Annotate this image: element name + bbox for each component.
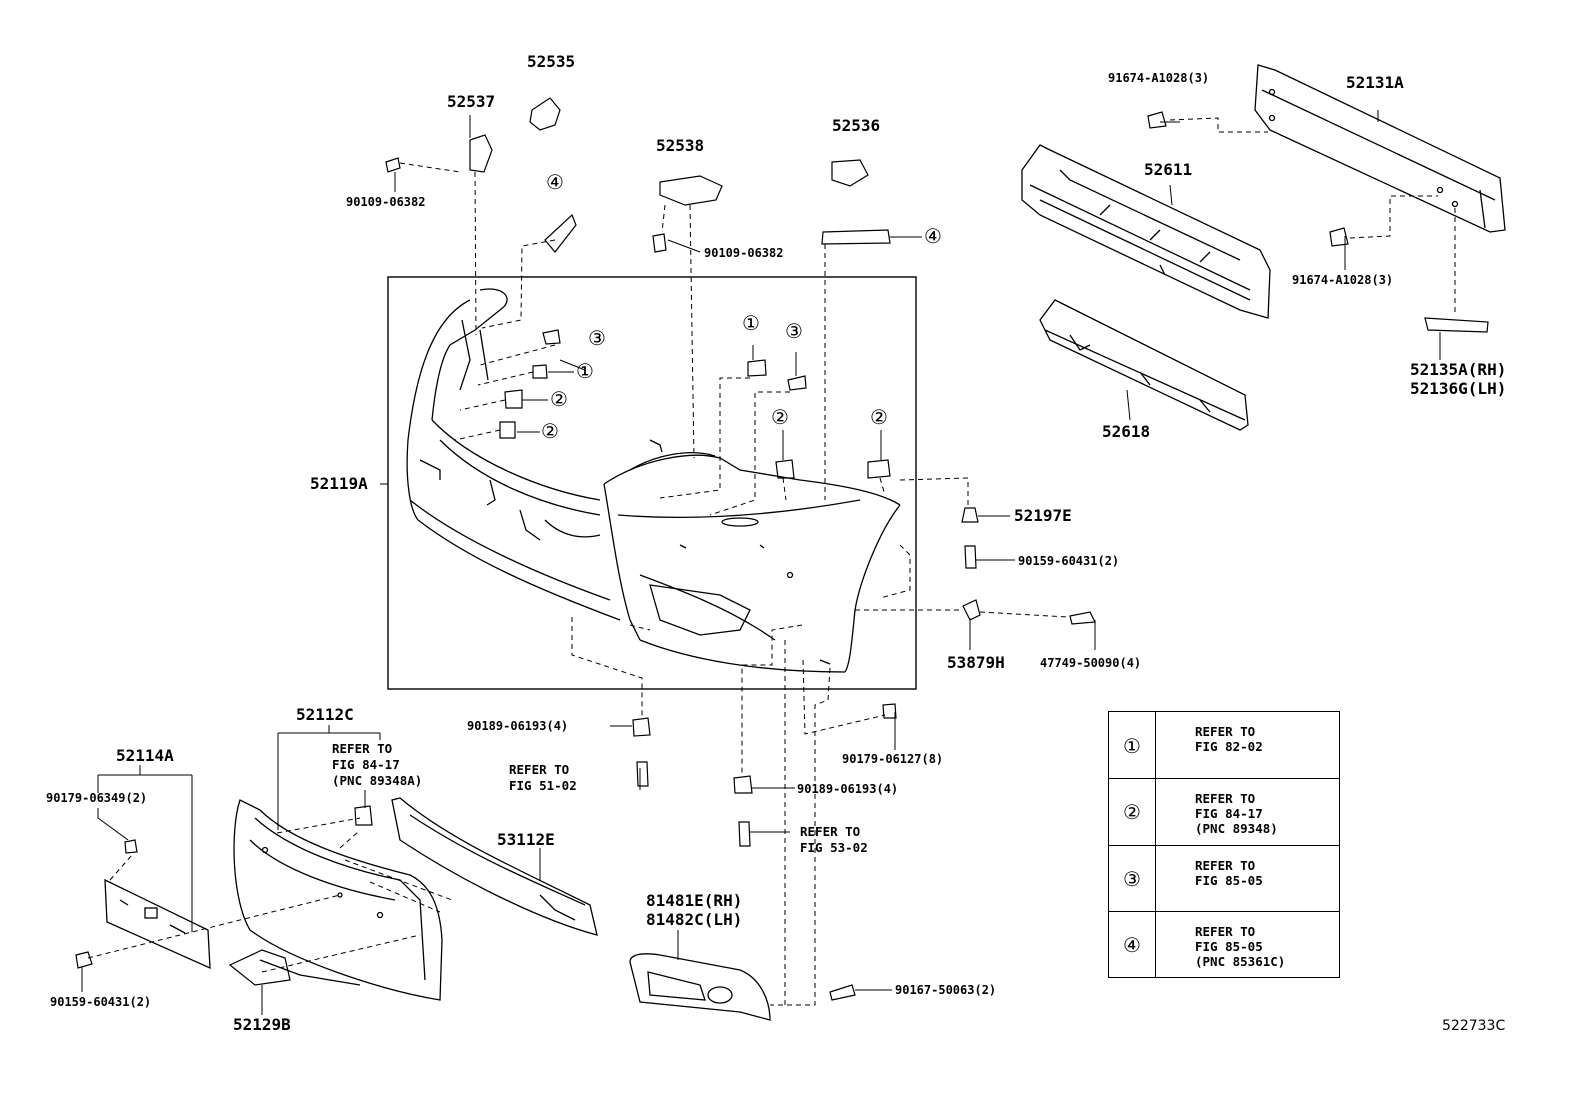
- label-52536: 52536: [832, 116, 881, 135]
- clip-90179-a-drawing: [882, 703, 897, 719]
- retainer-bracket-drawing: [1424, 317, 1489, 333]
- label-52131a: 52131A: [1346, 73, 1404, 92]
- legend-row: ④ REFER TO FIG 85-05 (PNC 85361C): [1109, 911, 1339, 978]
- legend-row-text: REFER TO FIG 85-05 (PNC 85361C): [1195, 924, 1286, 969]
- dashed-leaders: [87, 117, 1456, 1006]
- label-52197e: 52197E: [1014, 506, 1072, 525]
- callout-1-a: ①: [576, 359, 594, 383]
- label-81481e: 81481E(RH): [646, 891, 743, 910]
- legend-row-text: REFER TO FIG 82-02: [1195, 724, 1263, 754]
- label-90109-b: 90109-06382: [704, 246, 784, 260]
- label-90159-b: 90159-60431(2): [50, 995, 152, 1009]
- label-52535: 52535: [527, 52, 576, 71]
- label-52136g: 52136G(LH): [1410, 379, 1507, 398]
- energy-absorber-drawing: [1021, 144, 1271, 319]
- clip-grille-drawing: [354, 805, 373, 826]
- bracket-52536-drawing: [831, 159, 869, 187]
- clip-2-d-drawing: [499, 421, 516, 439]
- label-52135a: 52135A(RH): [1410, 360, 1507, 379]
- bumper-cover-rear-drawing: [406, 288, 621, 621]
- label-90179-b: 90179-06349(2): [46, 791, 148, 805]
- legend-table: ① REFER TO FIG 82-02 ② REFER TO FIG 84-1…: [1108, 711, 1340, 978]
- label-52611: 52611: [1144, 160, 1193, 179]
- bumper-reinforcement-drawing: [1254, 64, 1506, 233]
- legend-number: ④: [1123, 933, 1141, 957]
- callout-2-b: ②: [541, 419, 559, 443]
- legend-row-text: REFER TO FIG 84-17 (PNC 89348): [1195, 791, 1278, 836]
- clip-3-b-drawing: [542, 329, 561, 345]
- clip-2-a-drawing: [775, 459, 795, 479]
- clip-52197e-drawing: [961, 507, 979, 523]
- callout-2-d: ②: [870, 405, 888, 429]
- callout-3-a: ③: [588, 326, 606, 350]
- callout-1-b: ①: [742, 311, 760, 335]
- label-52114a: 52114A: [116, 746, 174, 765]
- label-90189-b: 90189-06193(4): [797, 782, 899, 796]
- label-53879h: 53879H: [947, 653, 1005, 672]
- legend-number: ②: [1123, 800, 1141, 824]
- label-90167: 90167-50063(2): [895, 983, 997, 997]
- lower-support-drawing: [1039, 264, 1249, 431]
- refer-note-fig-84-17: REFER TO FIG 84-17 (PNC 89348A): [332, 741, 423, 788]
- label-52119a: 52119A: [310, 474, 368, 493]
- tow-hook-cover-drawing: [228, 949, 291, 986]
- callout-2-c: ②: [771, 405, 789, 429]
- clip-2-c-drawing: [504, 389, 523, 409]
- clip-2-b-drawing: [867, 459, 891, 479]
- legend-row: ① REFER TO FIG 82-02: [1109, 712, 1339, 779]
- bracket-52535-drawing: [529, 97, 561, 131]
- label-91674-b: 91674-A1028(3): [1292, 273, 1394, 287]
- clip-1-b-drawing: [532, 364, 548, 379]
- figure-id: 522733C: [1442, 1018, 1506, 1034]
- bracket-52537-drawing: [469, 134, 493, 173]
- bracket-52538-drawing: [659, 175, 723, 206]
- nut-90179b-drawing: [124, 839, 138, 854]
- label-52112c: 52112C: [296, 705, 354, 724]
- label-90159-a: 90159-60431(2): [1018, 554, 1120, 568]
- mesh-grille-drawing: [391, 797, 598, 936]
- bumper-cover-front-drawing: [603, 439, 901, 673]
- refer-note-fig-51-02: REFER TO FIG 51-02: [509, 762, 577, 793]
- label-90189-a: 90189-06193(4): [467, 719, 569, 733]
- callout-2-a: ②: [550, 387, 568, 411]
- solid-leaders: [81, 110, 1441, 1015]
- legend-number: ③: [1123, 867, 1141, 891]
- label-90109-a: 90109-06382: [346, 195, 426, 209]
- clip-53879h-drawing: [962, 599, 981, 621]
- legend-row-number: ①: [1109, 712, 1156, 779]
- clip-1-a-drawing: [747, 359, 767, 377]
- label-91674-a: 91674-A1028(3): [1108, 71, 1210, 85]
- label-52618: 52618: [1102, 422, 1151, 441]
- legend-row-number: ③: [1109, 846, 1156, 912]
- legend-row: ③ REFER TO FIG 85-05: [1109, 845, 1339, 912]
- label-90179-a: 90179-06127(8): [842, 752, 944, 766]
- label-53112e: 53112E: [497, 830, 555, 849]
- license-plate-bracket-drawing: [104, 878, 211, 970]
- legend-number: ①: [1123, 733, 1141, 758]
- legend-row-number: ④: [1109, 912, 1156, 978]
- label-81482c: 81482C(LH): [646, 910, 743, 929]
- legend-row-text: REFER TO FIG 85-05: [1195, 858, 1263, 888]
- bolt-drawings: [75, 111, 1349, 1001]
- label-52538: 52538: [656, 136, 705, 155]
- fog-lamp-cover-drawing: [629, 953, 771, 1021]
- seal-4-drawing: [544, 213, 577, 253]
- label-52129b: 52129B: [233, 1015, 291, 1034]
- label-47749: 47749-50090(4): [1040, 656, 1142, 670]
- bumper-frame-box: [387, 276, 917, 690]
- callout-4-a: ④: [546, 170, 564, 194]
- label-52537: 52537: [447, 92, 496, 111]
- lower-grille-frame-drawing: [233, 799, 443, 1001]
- callout-4-b: ④: [924, 224, 942, 248]
- clip-3-a-drawing: [787, 375, 807, 391]
- clip-90189-b-drawing: [733, 775, 753, 794]
- legend-row-number: ②: [1109, 779, 1156, 845]
- refer-note-fig-53-02: REFER TO FIG 53-02: [800, 824, 868, 855]
- clip-90189-a-drawing: [632, 717, 651, 737]
- legend-row: ② REFER TO FIG 84-17 (PNC 89348): [1109, 778, 1339, 845]
- callout-3-b: ③: [785, 319, 803, 343]
- part-4-top-drawing: [821, 229, 891, 245]
